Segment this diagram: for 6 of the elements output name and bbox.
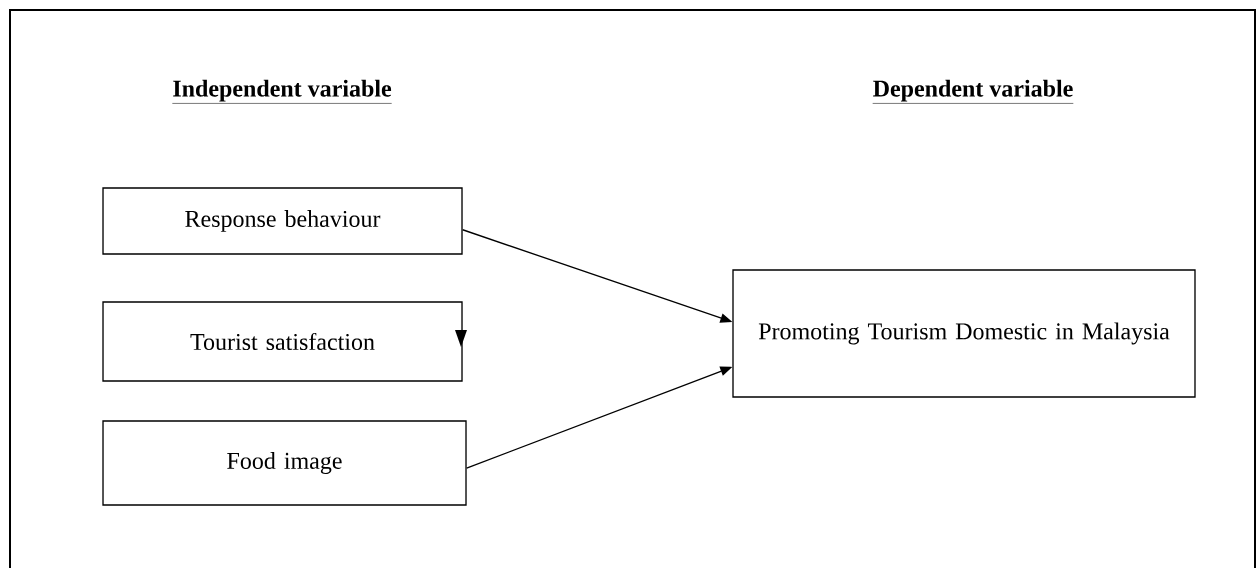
variable-box: Promoting Tourism Domestic in Malaysia — [732, 269, 1196, 398]
variable-box: Response behaviour — [102, 187, 463, 255]
variable-box: Tourist satisfaction — [102, 301, 463, 382]
heading: Dependent variable — [872, 79, 1074, 104]
variable-box: Food image — [102, 420, 467, 506]
heading: Independent variable — [172, 79, 392, 104]
